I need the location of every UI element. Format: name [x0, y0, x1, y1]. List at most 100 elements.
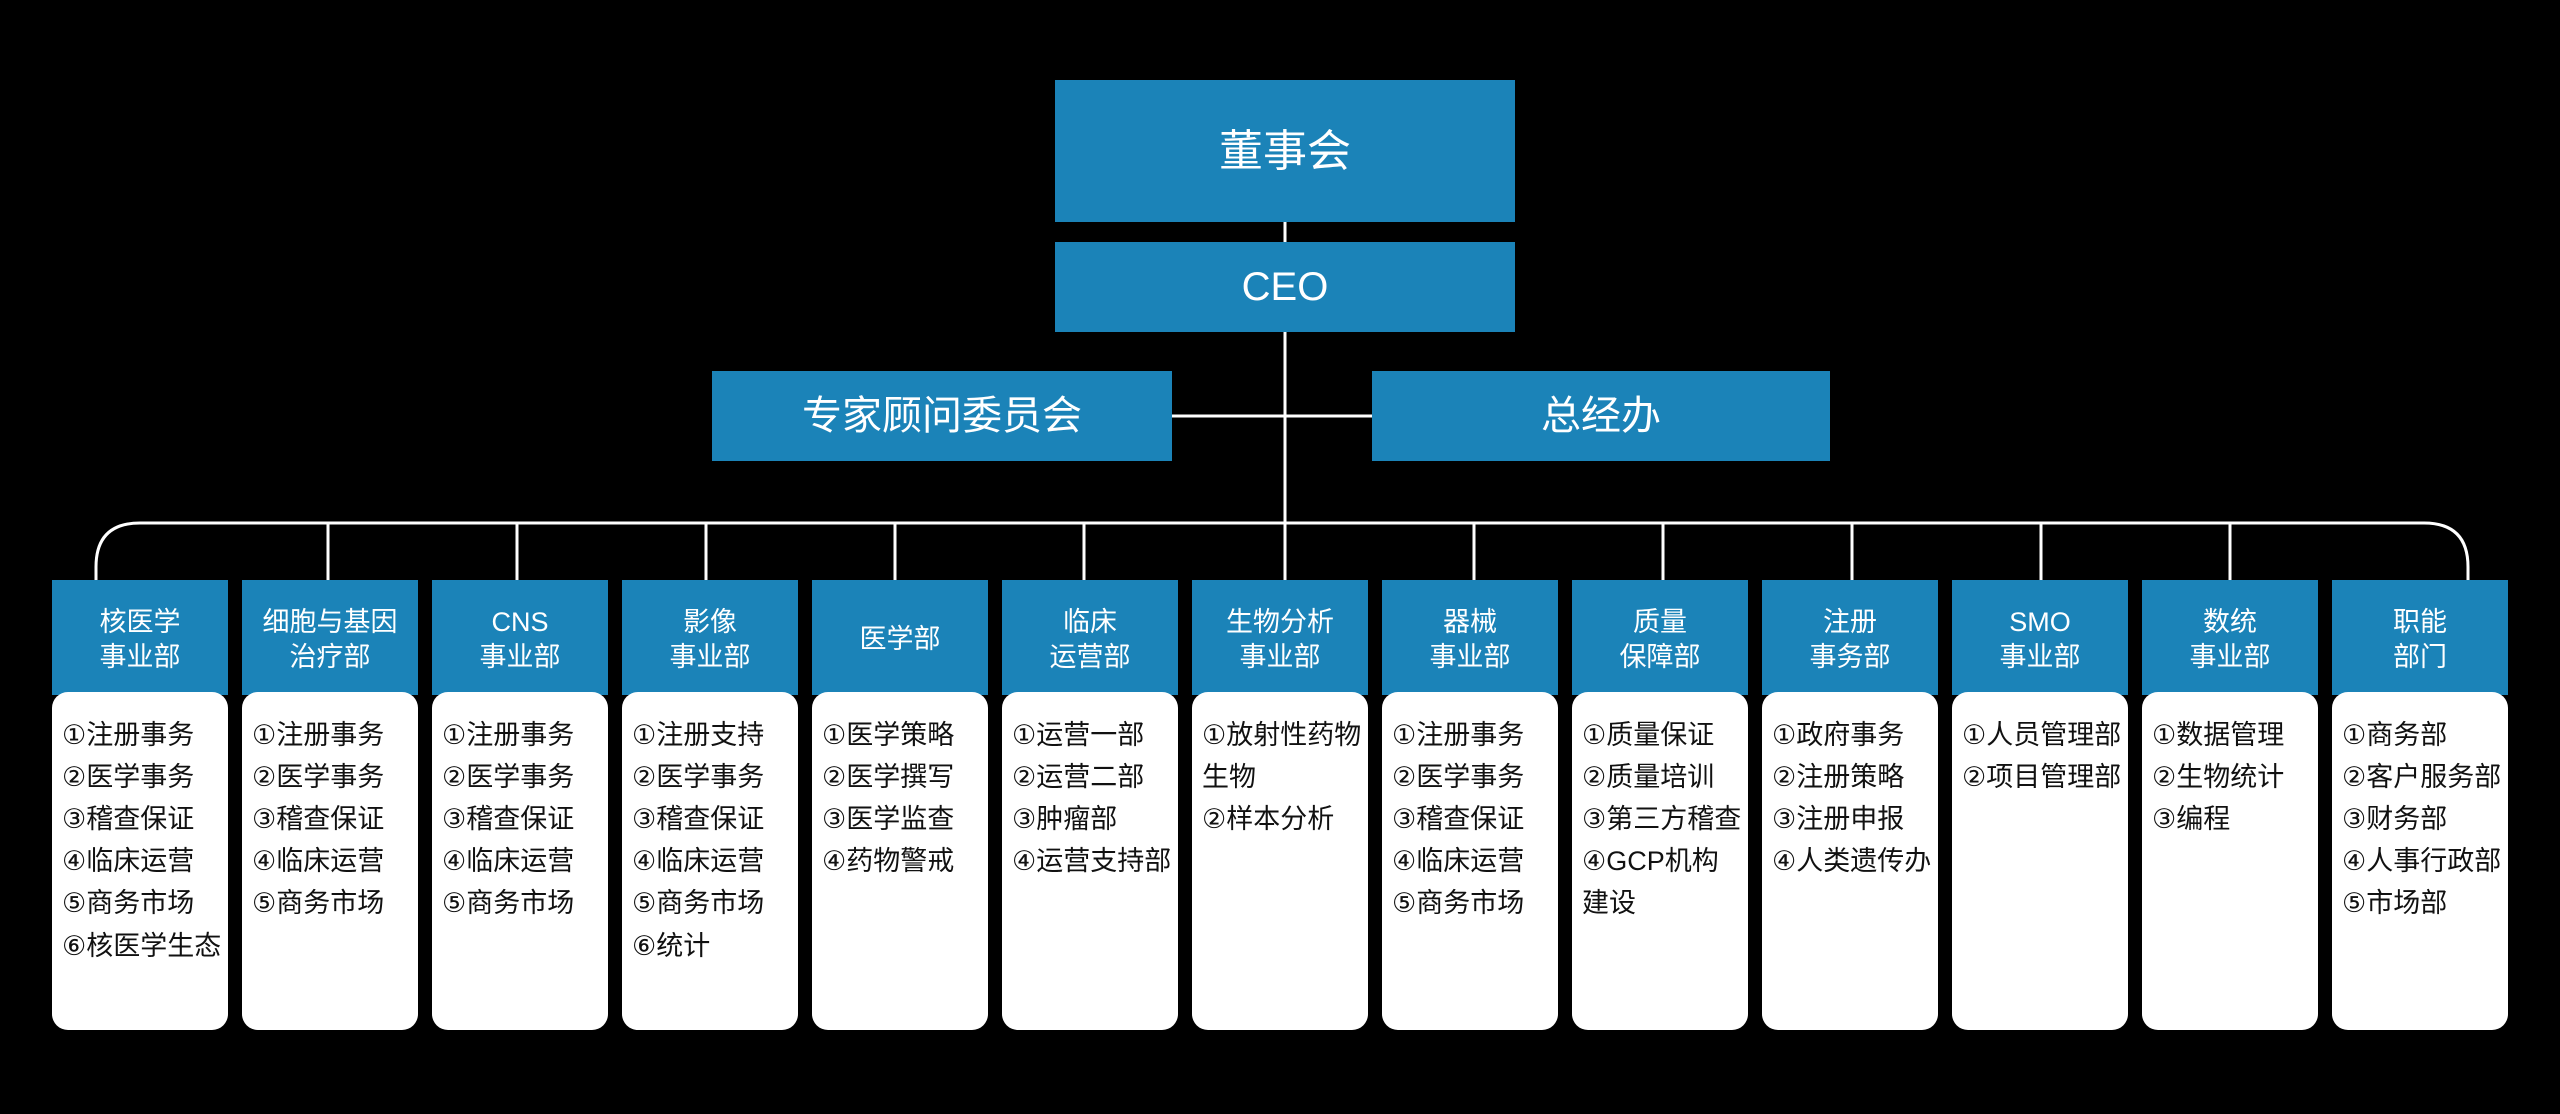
- department-item[interactable]: ③稽查保证: [442, 804, 575, 835]
- department-item[interactable]: ①注册事务: [252, 720, 385, 750]
- department-title: SMO 事业部: [1952, 580, 2128, 695]
- department-items: ①运营一部 ②运营二部 ③肿瘤部 ④运营支持部: [1002, 692, 1178, 1030]
- department-column[interactable]: 注册 事务部 ①政府事务 ②注册策略 ③注册申报 ④人类遗传办: [1762, 580, 1938, 1030]
- department-title-text: 细胞与基因 治疗部: [262, 606, 398, 672]
- department-item[interactable]: ①质量保证: [1582, 720, 1715, 750]
- department-item[interactable]: ②医学事务: [62, 762, 195, 793]
- department-title-text: 核医学 事业部: [99, 606, 181, 672]
- department-item[interactable]: ⑤商务市场: [252, 888, 385, 919]
- department-item[interactable]: ⑤市场部: [2342, 888, 2448, 919]
- department-title-text: CNS 事业部: [479, 606, 561, 672]
- department-item[interactable]: ③注册申报: [1772, 804, 1905, 835]
- department-item[interactable]: ③稽查保证: [1392, 804, 1525, 835]
- department-item[interactable]: ④运营支持部: [1012, 846, 1172, 877]
- department-item[interactable]: ②运营二部: [1012, 762, 1145, 793]
- department-title-text: SMO 事业部: [1999, 606, 2081, 672]
- department-item[interactable]: ⑥核医学生态: [62, 930, 222, 961]
- department-items: ①注册事务 ②医学事务 ③稽查保证 ④临床运营 ⑤商务市场: [432, 692, 608, 1030]
- node-ceo[interactable]: CEO: [1055, 242, 1515, 332]
- department-item[interactable]: ④临床运营: [442, 846, 575, 877]
- department-item[interactable]: ①人员管理部: [1962, 720, 2122, 750]
- department-column[interactable]: 器械 事业部 ①注册事务 ②医学事务 ③稽查保证 ④临床运营 ⑤商务市场: [1382, 580, 1558, 1030]
- department-column[interactable]: 细胞与基因 治疗部 ①注册事务 ②医学事务 ③稽查保证 ④临床运营 ⑤商务市场: [242, 580, 418, 1030]
- department-item[interactable]: ①政府事务: [1772, 720, 1905, 750]
- department-item[interactable]: ④临床运营: [62, 846, 195, 877]
- department-item[interactable]: ③医学监查: [822, 804, 955, 835]
- department-item[interactable]: ①放射性药物 生物: [1202, 720, 1362, 793]
- department-item[interactable]: ①注册事务: [62, 720, 195, 750]
- department-title-text: 影像 事业部: [669, 606, 751, 672]
- department-items: ①放射性药物 生物 ②样本分析: [1192, 692, 1368, 1030]
- department-item[interactable]: ④人类遗传办: [1772, 846, 1932, 877]
- department-item[interactable]: ⑥统计: [632, 930, 711, 961]
- department-title: 医学部: [812, 580, 988, 695]
- department-column[interactable]: 影像 事业部 ①注册支持 ②医学事务 ③稽查保证 ④临床运营 ⑤商务市场 ⑥统计: [622, 580, 798, 1030]
- department-item[interactable]: ③第三方稽查: [1582, 804, 1742, 835]
- node-expert-advisory-committee[interactable]: 专家顾问委员会: [712, 371, 1172, 461]
- department-item[interactable]: ②医学事务: [442, 762, 575, 793]
- department-column[interactable]: 质量 保障部 ①质量保证 ②质量培训 ③第三方稽查 ④GCP机构 建设: [1572, 580, 1748, 1030]
- department-items: ①政府事务 ②注册策略 ③注册申报 ④人类遗传办: [1762, 692, 1938, 1030]
- department-column[interactable]: 医学部 ①医学策略 ②医学撰写 ③医学监查 ④药物警戒: [812, 580, 988, 1030]
- department-item[interactable]: ②质量培训: [1582, 762, 1715, 793]
- department-title: 细胞与基因 治疗部: [242, 580, 418, 695]
- department-title: 注册 事务部: [1762, 580, 1938, 695]
- department-item[interactable]: ①注册支持: [632, 720, 765, 750]
- department-item[interactable]: ①医学策略: [822, 720, 955, 750]
- department-item[interactable]: ②生物统计: [2152, 762, 2285, 793]
- department-item[interactable]: ①商务部: [2342, 720, 2448, 750]
- department-title: CNS 事业部: [432, 580, 608, 695]
- department-item[interactable]: ②医学事务: [632, 762, 765, 793]
- department-item[interactable]: ⑤商务市场: [1392, 888, 1525, 919]
- department-item[interactable]: ③肿瘤部: [1012, 804, 1118, 835]
- department-column[interactable]: 临床 运营部 ①运营一部 ②运营二部 ③肿瘤部 ④运营支持部: [1002, 580, 1178, 1030]
- department-title-text: 临床 运营部: [1049, 606, 1131, 672]
- department-item[interactable]: ①数据管理: [2152, 720, 2285, 750]
- department-column[interactable]: 数统 事业部 ①数据管理 ②生物统计 ③编程: [2142, 580, 2318, 1030]
- department-item[interactable]: ②医学事务: [252, 762, 385, 793]
- node-general-managers-office[interactable]: 总经办: [1372, 371, 1830, 461]
- department-column[interactable]: 职能 部门 ①商务部 ②客户服务部 ③财务部 ④人事行政部 ⑤市场部: [2332, 580, 2508, 1030]
- department-item[interactable]: ④药物警戒: [822, 846, 955, 877]
- department-item[interactable]: ⑤商务市场: [62, 888, 195, 919]
- department-item[interactable]: ⑤商务市场: [632, 888, 765, 919]
- department-title: 核医学 事业部: [52, 580, 228, 695]
- department-title: 职能 部门: [2332, 580, 2508, 695]
- department-item[interactable]: ②医学事务: [1392, 762, 1525, 793]
- department-item[interactable]: ②客户服务部: [2342, 762, 2502, 793]
- department-item[interactable]: ④GCP机构 建设: [1582, 846, 1719, 919]
- department-column[interactable]: SMO 事业部 ①人员管理部 ②项目管理部: [1952, 580, 2128, 1030]
- department-items: ①注册支持 ②医学事务 ③稽查保证 ④临床运营 ⑤商务市场 ⑥统计: [622, 692, 798, 1030]
- department-item[interactable]: ①运营一部: [1012, 720, 1145, 750]
- department-item[interactable]: ②注册策略: [1772, 762, 1905, 793]
- department-items: ①商务部 ②客户服务部 ③财务部 ④人事行政部 ⑤市场部: [2332, 692, 2508, 1030]
- department-item[interactable]: ③编程: [2152, 804, 2231, 835]
- department-item[interactable]: ①注册事务: [1392, 720, 1525, 750]
- department-item[interactable]: ④临床运营: [1392, 846, 1525, 877]
- department-title: 数统 事业部: [2142, 580, 2318, 695]
- department-items: ①数据管理 ②生物统计 ③编程: [2142, 692, 2318, 1030]
- department-title: 生物分析 事业部: [1192, 580, 1368, 695]
- department-item[interactable]: ④临床运营: [632, 846, 765, 877]
- department-item[interactable]: ③稽查保证: [62, 804, 195, 835]
- node-board-of-directors[interactable]: 董事会: [1055, 80, 1515, 222]
- department-item[interactable]: ③稽查保证: [252, 804, 385, 835]
- department-title-text: 数统 事业部: [2189, 606, 2271, 672]
- department-item[interactable]: ④人事行政部: [2342, 846, 2502, 877]
- department-item[interactable]: ③稽查保证: [632, 804, 765, 835]
- department-item[interactable]: ④临床运营: [252, 846, 385, 877]
- department-item[interactable]: ①注册事务: [442, 720, 575, 750]
- department-item[interactable]: ②样本分析: [1202, 804, 1335, 835]
- department-title-text: 生物分析 事业部: [1226, 606, 1334, 672]
- department-item[interactable]: ③财务部: [2342, 804, 2448, 835]
- department-title: 临床 运营部: [1002, 580, 1178, 695]
- department-column[interactable]: CNS 事业部 ①注册事务 ②医学事务 ③稽查保证 ④临床运营 ⑤商务市场: [432, 580, 608, 1030]
- department-item[interactable]: ⑤商务市场: [442, 888, 575, 919]
- department-column[interactable]: 核医学 事业部 ①注册事务 ②医学事务 ③稽查保证 ④临床运营 ⑤商务市场 ⑥核医学生态: [52, 580, 228, 1030]
- department-title: 器械 事业部: [1382, 580, 1558, 695]
- department-item[interactable]: ②项目管理部: [1962, 762, 2122, 793]
- department-column[interactable]: 生物分析 事业部 ①放射性药物 生物 ②样本分析: [1192, 580, 1368, 1030]
- department-item[interactable]: ②医学撰写: [822, 762, 955, 793]
- department-title: 质量 保障部: [1572, 580, 1748, 695]
